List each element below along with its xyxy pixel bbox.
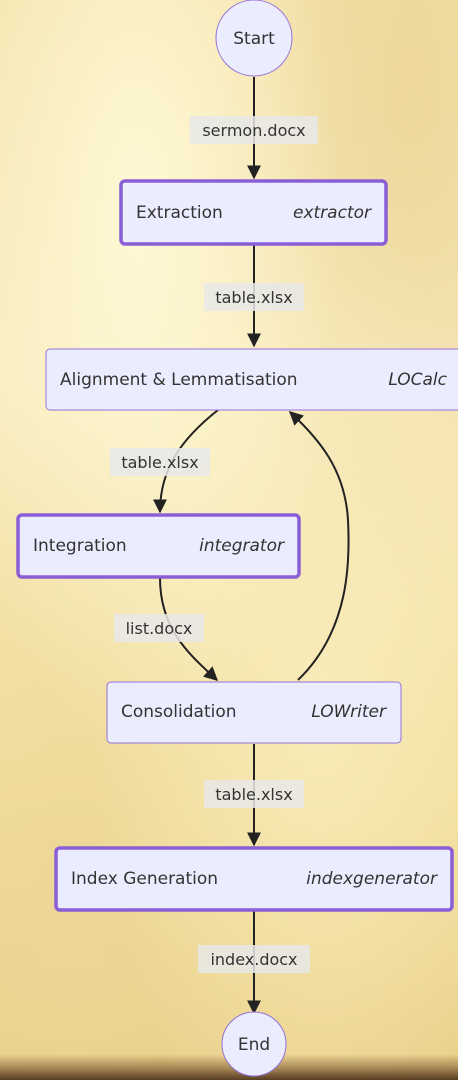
node-integration-tool: integrator <box>199 536 285 556</box>
edge-label-text: sermon.docx <box>202 121 305 140</box>
node-alignment-name: Alignment & Lemmatisation <box>60 370 298 390</box>
edge-label-text: list.docx <box>126 619 193 638</box>
node-index-generation-tool: indexgenerator <box>306 869 438 889</box>
edge-label-index-docx: index.docx <box>198 945 310 973</box>
edge-label-table-xlsx-3: table.xlsx <box>204 780 304 808</box>
edge-label-sermon-docx: sermon.docx <box>190 116 318 144</box>
node-end-label: End <box>238 1035 270 1055</box>
edge-label-text: index.docx <box>210 950 297 969</box>
node-integration[interactable]: Integration integrator <box>16 513 301 579</box>
node-extraction-tool: extractor <box>293 203 372 223</box>
node-consolidation-name: Consolidation <box>121 702 237 722</box>
edge-label-text: table.xlsx <box>121 453 198 472</box>
node-consolidation-tool: LOWriter <box>311 702 387 722</box>
node-index-generation-name: Index Generation <box>71 869 218 889</box>
node-extraction[interactable]: Extraction extractor <box>119 179 388 246</box>
edge-label-table-xlsx-1: table.xlsx <box>204 283 304 311</box>
edge-label-text: table.xlsx <box>215 785 292 804</box>
node-consolidation[interactable]: Consolidation LOWriter <box>106 681 402 744</box>
edge-label-table-xlsx-2: table.xlsx <box>110 448 210 476</box>
node-alignment-tool: LOCalc <box>388 370 447 390</box>
node-alignment[interactable]: Alignment & Lemmatisation LOCalc <box>45 348 458 411</box>
node-start[interactable]: Start <box>215 0 293 77</box>
edge-label-text: table.xlsx <box>215 288 292 307</box>
node-index-generation[interactable]: Index Generation indexgenerator <box>54 846 454 912</box>
node-integration-name: Integration <box>33 536 127 556</box>
node-start-label: Start <box>233 29 275 49</box>
edge-label-list-docx: list.docx <box>114 614 204 642</box>
edge-consolidation-alignment <box>288 411 350 681</box>
node-end[interactable]: End <box>221 1011 287 1077</box>
node-extraction-name: Extraction <box>136 203 223 223</box>
